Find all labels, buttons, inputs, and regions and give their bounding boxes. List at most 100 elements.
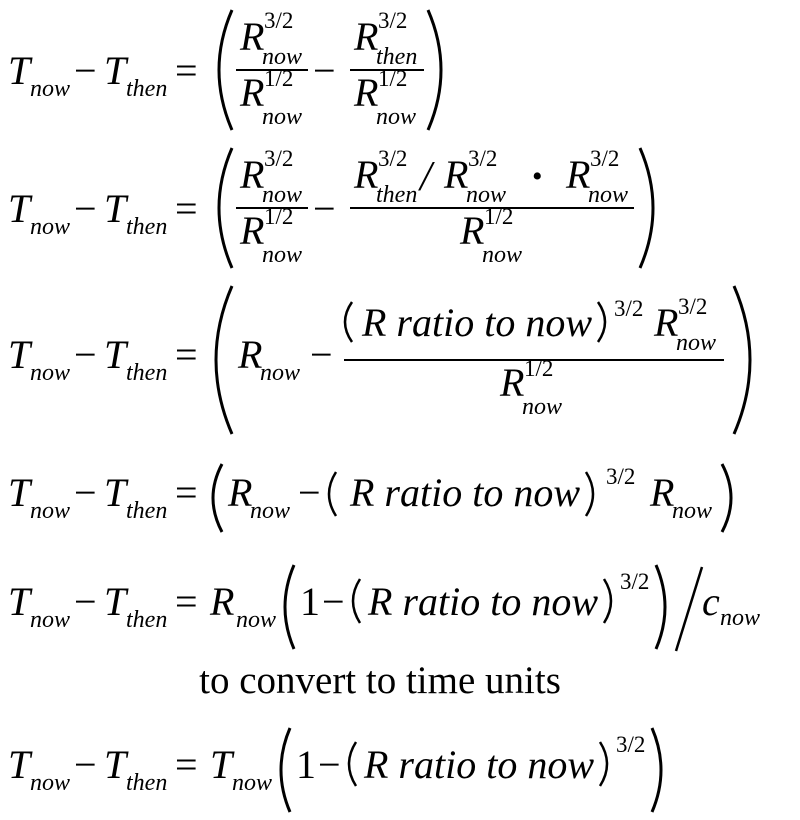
left-paren xyxy=(327,471,338,517)
symbol-T: T xyxy=(8,470,33,515)
exponent-1-2: 1/2 xyxy=(378,66,407,91)
subscript-now: now xyxy=(30,76,70,102)
symbol-T: T xyxy=(8,332,33,377)
minus-sign: − xyxy=(313,48,336,93)
minus-sign: − xyxy=(322,579,345,624)
right-paren xyxy=(598,741,609,787)
symbol-T: T xyxy=(104,186,129,231)
symbol-R: R xyxy=(209,579,234,624)
right-paren xyxy=(720,463,733,533)
minus-sign: − xyxy=(74,742,97,787)
right-paren xyxy=(584,471,595,517)
minus-sign: − xyxy=(298,470,321,515)
symbol-T: T xyxy=(8,48,33,93)
symbol-R: R xyxy=(227,470,252,515)
subscript-now: now xyxy=(236,607,276,633)
symbol-R: R xyxy=(499,360,524,405)
subscript-now: now xyxy=(30,360,70,386)
exponent-1-2: 1/2 xyxy=(264,66,293,91)
left-paren xyxy=(214,285,234,435)
equation-5: T now − T then = R now 1 − R ratio to no… xyxy=(0,545,800,655)
subscript-then: then xyxy=(126,607,167,633)
symbol-R: R xyxy=(239,152,264,197)
division-slash xyxy=(674,566,704,652)
minus-sign: − xyxy=(74,470,97,515)
equation-6: T now − T then = T now 1 − R ratio to no… xyxy=(0,710,800,820)
dot-symbol: • xyxy=(532,160,543,193)
equation-2: T now − T then = R 3/2 now R 1/2 now − R… xyxy=(0,140,800,280)
right-paren xyxy=(602,578,613,624)
subscript-now: now xyxy=(30,214,70,240)
exponent-1-2: 1/2 xyxy=(524,356,553,381)
equals-sign: = xyxy=(175,332,198,377)
symbol-T: T xyxy=(210,742,235,787)
right-paren xyxy=(638,147,655,269)
exponent-3-2: 3/2 xyxy=(590,146,619,171)
right-paren xyxy=(650,727,663,813)
minus-sign: − xyxy=(74,579,97,624)
subscript-now: now xyxy=(588,182,628,208)
left-paren xyxy=(279,727,292,813)
minus-sign: − xyxy=(74,48,97,93)
subscript-now: now xyxy=(232,770,272,796)
minus-sign: − xyxy=(318,742,341,787)
symbol-R: R xyxy=(653,300,678,345)
symbol-T: T xyxy=(104,48,129,93)
symbol-R: R xyxy=(353,14,378,59)
subscript-now: now xyxy=(30,498,70,524)
subscript-now: now xyxy=(262,44,302,70)
exponent-3-2: 3/2 xyxy=(378,146,407,171)
right-paren xyxy=(732,285,752,435)
symbol-T: T xyxy=(104,742,129,787)
subscript-then: then xyxy=(376,182,417,208)
subscript-then: then xyxy=(126,360,167,386)
subscript-then: then xyxy=(126,76,167,102)
symbol-T: T xyxy=(104,579,129,624)
left-paren xyxy=(351,578,362,624)
symbol-R: R xyxy=(443,152,468,197)
subscript-now: now xyxy=(676,330,716,356)
subscript-now: now xyxy=(672,498,712,524)
symbol-R: R xyxy=(239,70,264,115)
exponent-3-2: 3/2 xyxy=(378,8,407,33)
r-ratio-phrase: R ratio to now xyxy=(349,470,580,515)
exponent-3-2: 3/2 xyxy=(264,8,293,33)
left-paren xyxy=(347,741,358,787)
equation-1: T now − T then = R 3/2 now R 1/2 now − R… xyxy=(0,0,800,140)
symbol-R: R xyxy=(565,152,590,197)
symbol-c: c xyxy=(702,579,720,624)
note-text: to convert to time units xyxy=(199,659,561,702)
r-ratio-phrase: R ratio to now xyxy=(361,300,592,345)
subscript-then: then xyxy=(126,214,167,240)
left-paren xyxy=(211,463,224,533)
equals-sign: = xyxy=(175,470,198,515)
subscript-now: now xyxy=(376,104,416,130)
left-paren xyxy=(217,147,234,269)
symbol-R: R xyxy=(237,332,262,377)
symbol-R: R xyxy=(353,70,378,115)
exponent-1-2: 1/2 xyxy=(264,204,293,229)
subscript-now: now xyxy=(30,607,70,633)
subscript-now: now xyxy=(262,182,302,208)
digit-one: 1 xyxy=(296,742,316,787)
minus-sign: − xyxy=(310,332,333,377)
symbol-T: T xyxy=(8,742,33,787)
exponent-3-2: 3/2 xyxy=(614,296,643,321)
subscript-now: now xyxy=(720,605,760,631)
subscript-now: now xyxy=(250,498,290,524)
minus-sign: − xyxy=(74,332,97,377)
subscript-now: now xyxy=(262,242,302,268)
exponent-1-2: 1/2 xyxy=(484,204,513,229)
subscript-now: now xyxy=(262,104,302,130)
left-paren xyxy=(217,9,234,131)
digit-one: 1 xyxy=(300,579,320,624)
equals-sign: = xyxy=(175,48,198,93)
equals-sign: = xyxy=(175,579,198,624)
exponent-3-2: 3/2 xyxy=(468,146,497,171)
symbol-R: R xyxy=(239,14,264,59)
minus-sign: − xyxy=(313,186,336,231)
symbol-T: T xyxy=(8,186,33,231)
equals-sign: = xyxy=(175,742,198,787)
exponent-3-2: 3/2 xyxy=(678,294,707,319)
right-paren xyxy=(654,564,667,650)
